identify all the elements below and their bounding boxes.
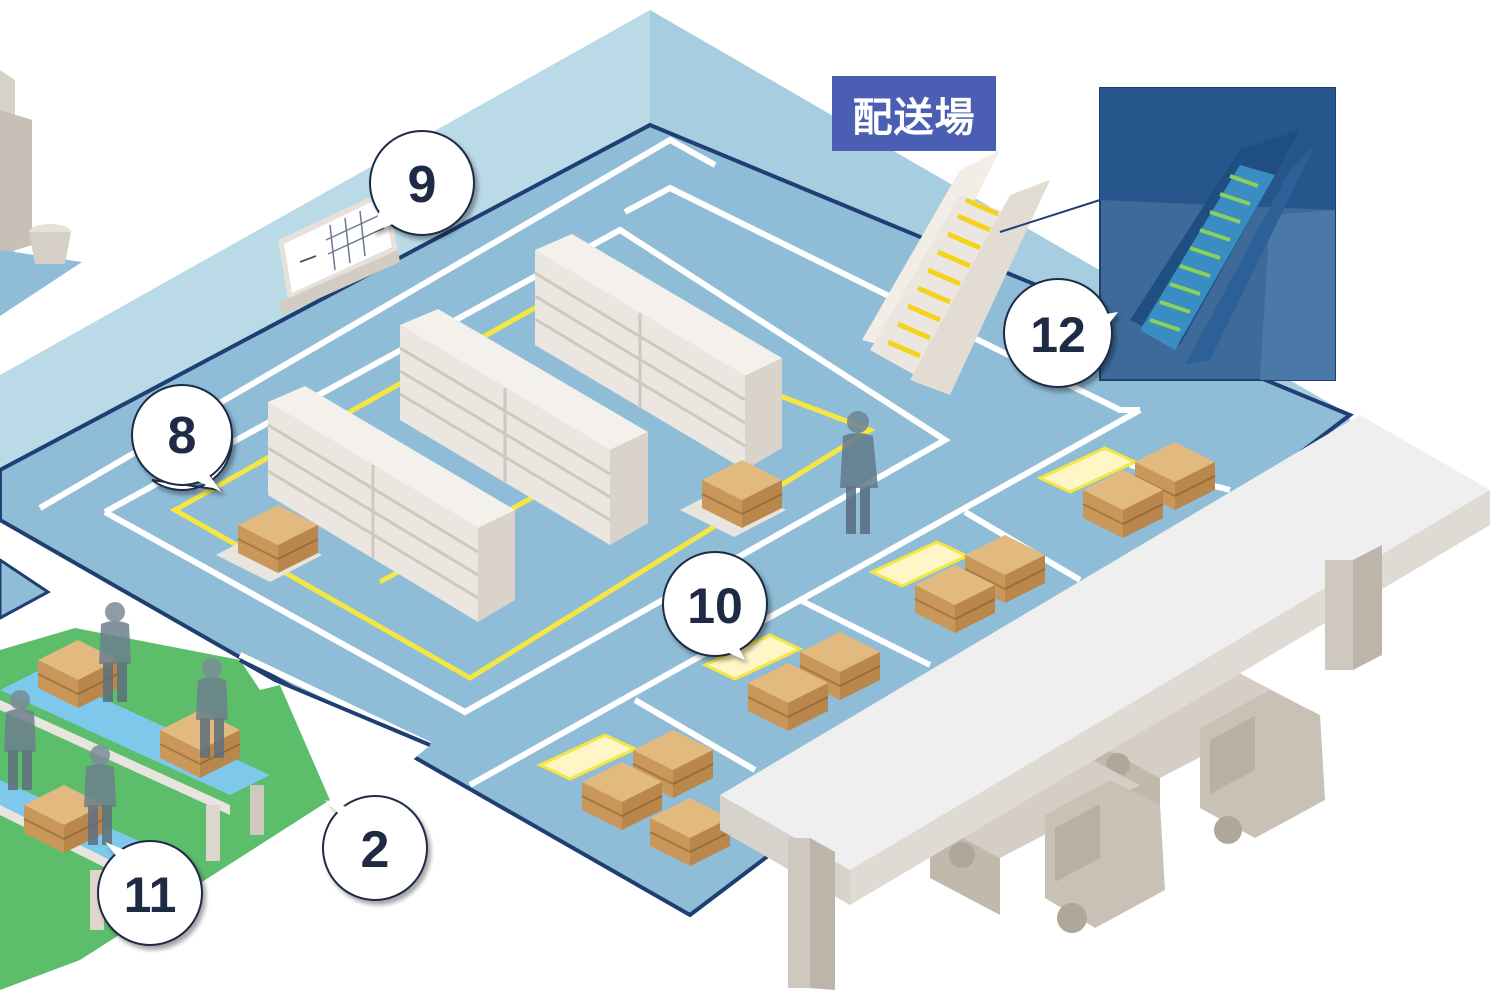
shipping-stage-markers — [536, 446, 1139, 781]
truck-icon — [930, 748, 1165, 933]
loading-dock — [720, 415, 1490, 990]
callout-12-number: 12 — [1030, 307, 1086, 363]
callout-8-number: 8 — [168, 407, 197, 465]
callout-9-number: 9 — [408, 156, 437, 214]
trash-bin-icon — [29, 232, 71, 264]
escalator-closeup-inset — [1099, 87, 1336, 381]
callout-connector — [999, 199, 1101, 233]
callout-10-number: 10 — [687, 578, 743, 634]
whiteboard-icon — [278, 190, 400, 315]
callout-2-number: 2 — [361, 821, 390, 879]
callout-11 — [97, 840, 203, 946]
worker-icon — [840, 411, 878, 534]
pallet-boxes — [216, 459, 786, 582]
shelf-units — [267, 234, 782, 622]
callout-8 — [131, 384, 233, 492]
callout-12 — [1003, 278, 1118, 388]
area-label-shipping-floor: 配送場 — [832, 76, 996, 151]
callout-11-number: 11 — [124, 867, 177, 923]
left-building — [0, 70, 82, 620]
truck-icon — [1090, 668, 1325, 850]
callout-2 — [322, 795, 428, 901]
escalator-icon — [862, 150, 1050, 395]
callout-10 — [662, 551, 768, 660]
callout-9 — [369, 130, 475, 236]
